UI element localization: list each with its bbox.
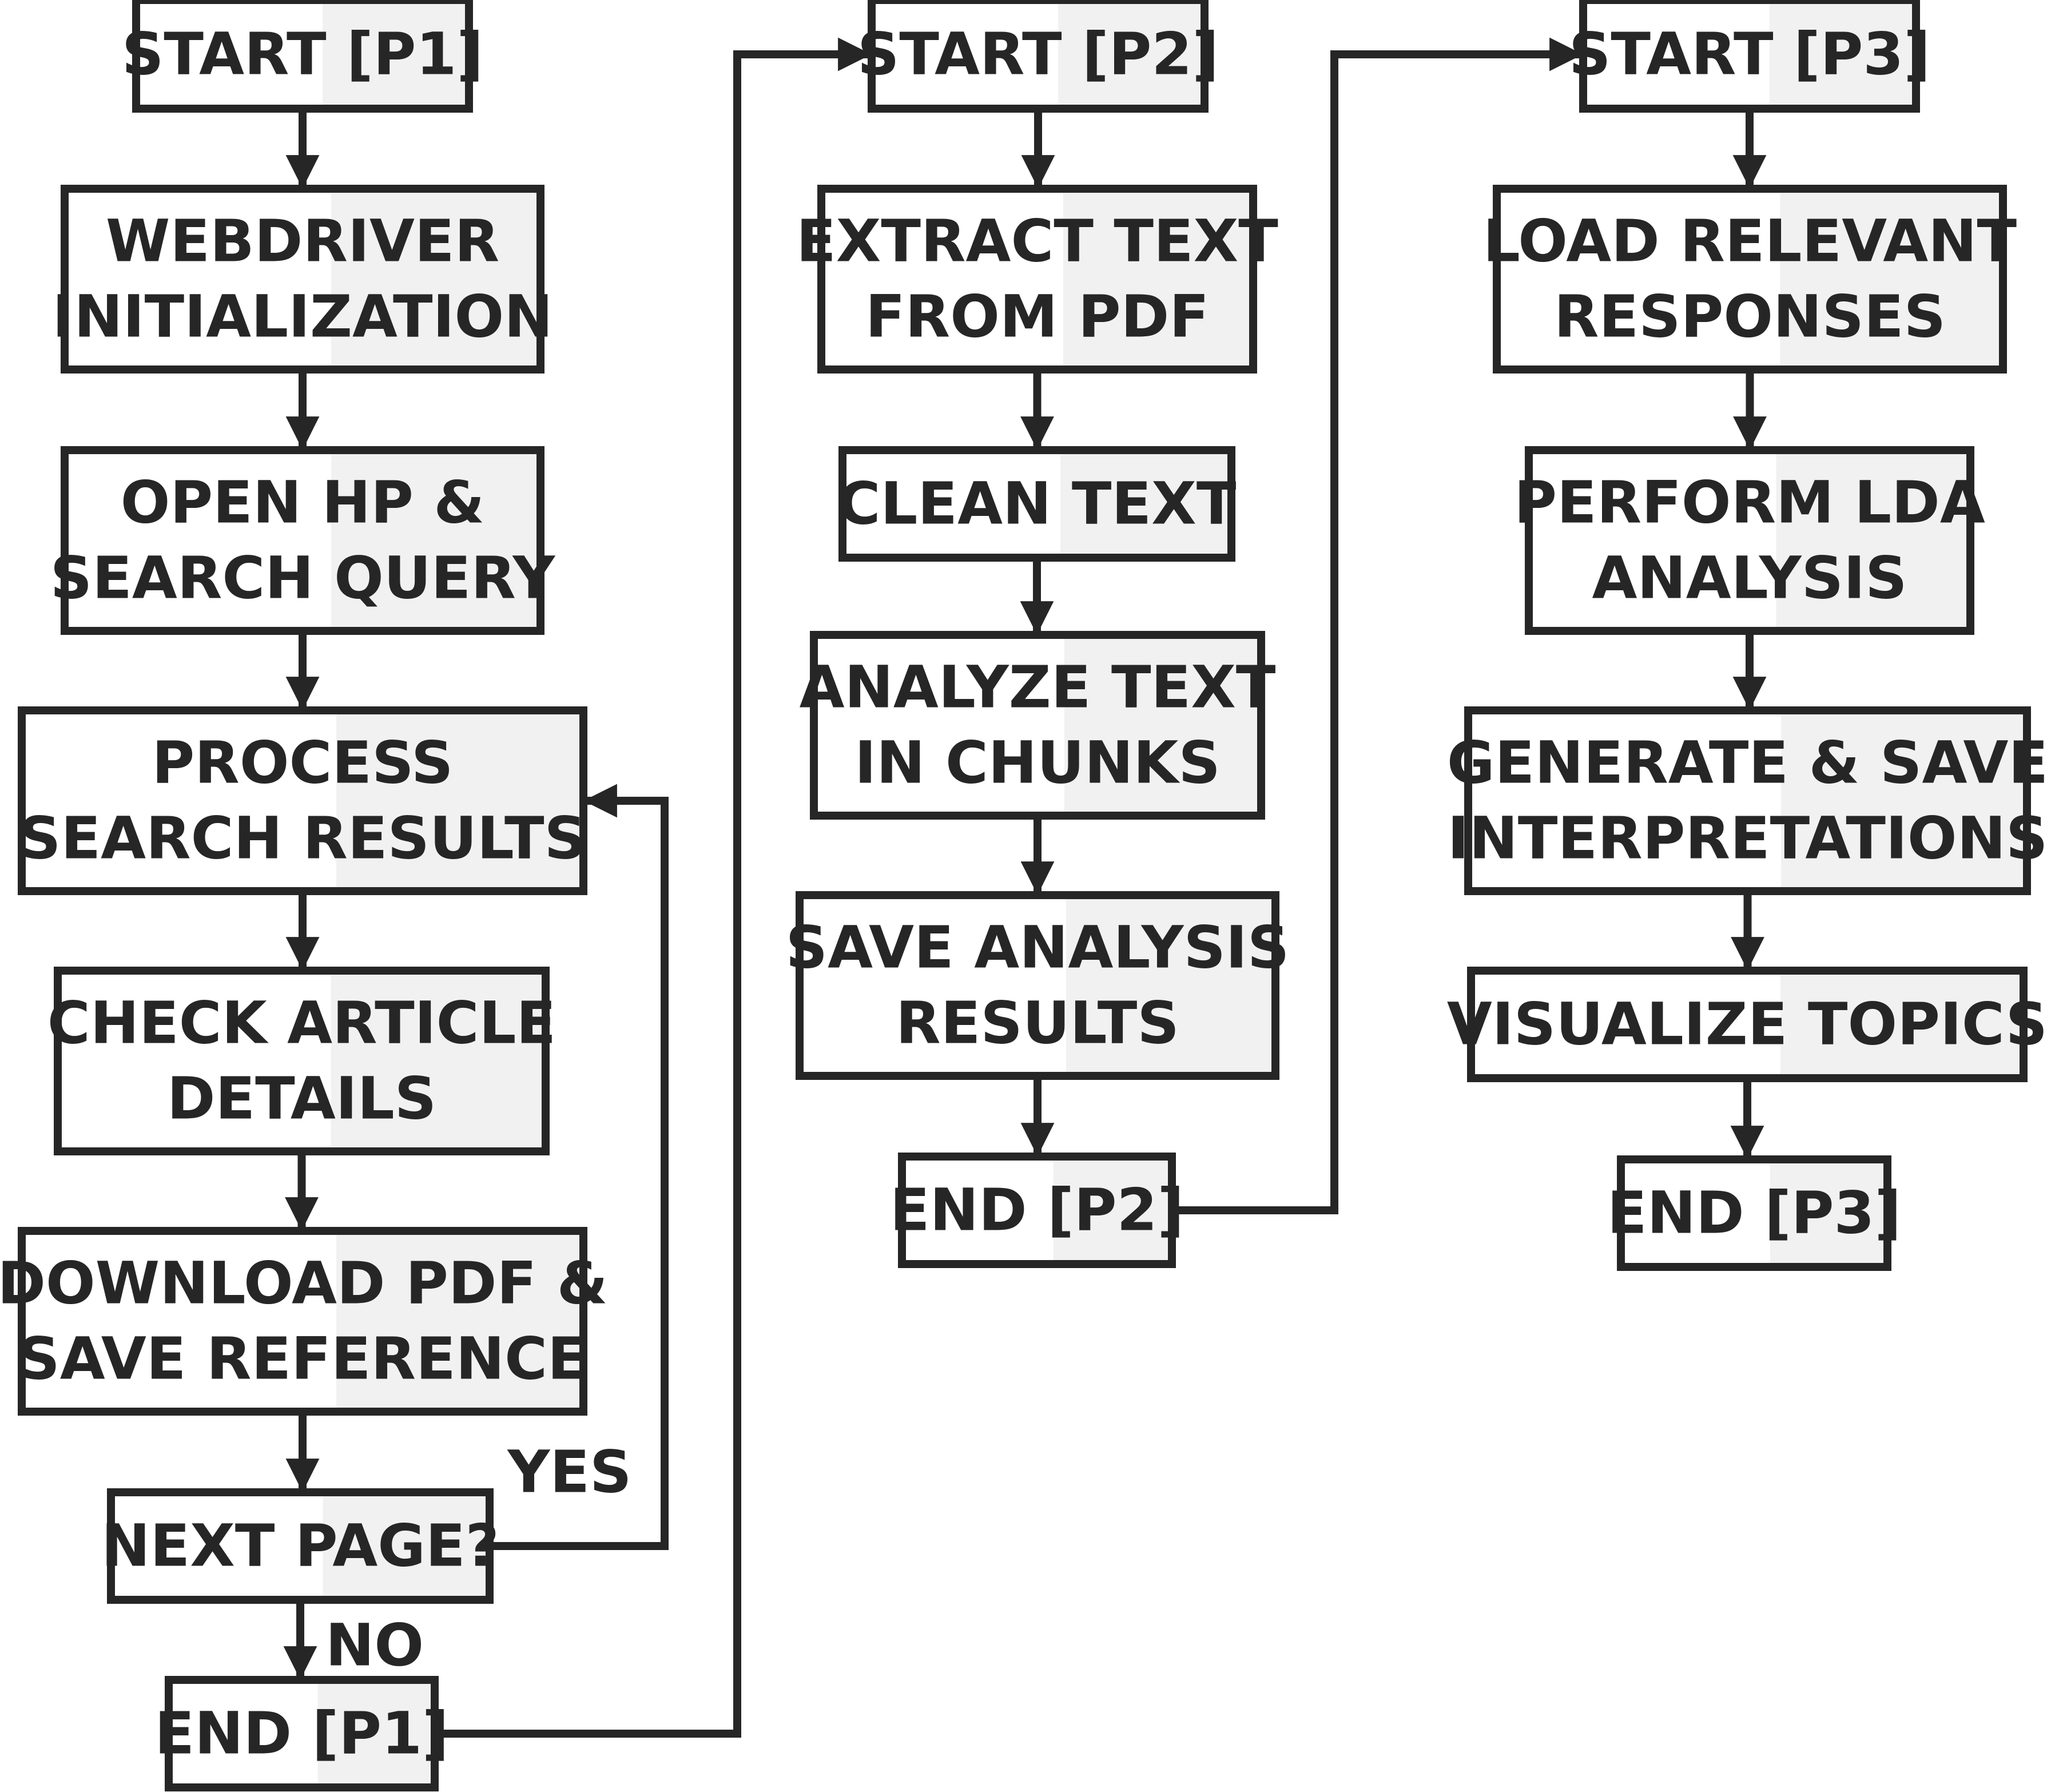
node-label: ANALYSIS (1592, 545, 1907, 613)
edge-p2-end-to-p3-start (1172, 37, 1583, 1214)
node-label: INITIALIZATION (52, 283, 552, 351)
node-p2-clean: CLEAN TEXT (838, 446, 1237, 562)
node-label: END [P3] (1607, 1179, 1901, 1247)
node-p1-end: END [P1] (154, 1676, 449, 1791)
node-box (868, 0, 1209, 113)
node-label: IN CHUNKS (854, 729, 1221, 797)
node-label: INTERPRETATIONS (1448, 805, 2048, 873)
node-p3-end: END [P3] (1607, 1155, 1901, 1271)
node-box (54, 967, 550, 1155)
node-box (61, 185, 544, 374)
node-box (1525, 446, 1974, 635)
edge-labels-layer: YES NO (325, 1439, 632, 1680)
node-p2-analyze: ANALYZE TEXT IN CHUNKS (800, 631, 1276, 820)
node-p2-save: SAVE ANALYSIS RESULTS (786, 891, 1290, 1080)
node-label: CHECK ARTICLE (47, 990, 556, 1058)
node-label: VISUALIZE TOPICS (1447, 991, 2048, 1059)
node-box (817, 185, 1257, 374)
node-label: EXTRACT TEXT (796, 208, 1278, 276)
node-box (1493, 185, 2007, 374)
node-label: SEARCH QUERY (50, 545, 556, 613)
node-p2-end: END [P2] (890, 1153, 1184, 1268)
node-p3-visualize: VISUALIZE TOPICS (1447, 967, 2048, 1082)
node-box (796, 891, 1279, 1080)
node-box (132, 0, 473, 113)
node-p3-lda: PERFORM LDA ANALYSIS (1514, 446, 1985, 635)
edge-label-no: NO (325, 1612, 424, 1680)
node-box (1617, 1155, 1891, 1271)
node-box (1467, 967, 2028, 1082)
node-p1-check: CHECK ARTICLE DETAILS (47, 967, 556, 1155)
node-label: CLEAN TEXT (838, 470, 1237, 538)
node-p3-generate: GENERATE & SAVE INTERPRETATIONS (1447, 706, 2048, 895)
node-label: LOAD RELEVANT (1483, 208, 2017, 276)
node-label: END [P1] (154, 1700, 448, 1768)
node-box (898, 1153, 1176, 1268)
node-p3-load: LOAD RELEVANT RESPONSES (1483, 185, 2017, 374)
node-box (1464, 706, 2031, 895)
node-box (838, 446, 1235, 562)
node-label: ANALYZE TEXT (800, 654, 1276, 722)
node-label: SEARCH RESULTS (19, 805, 586, 873)
node-box (61, 446, 544, 635)
edge-p1-end-to-p2-start (435, 37, 872, 1738)
node-label: PERFORM LDA (1514, 469, 1985, 537)
node-label: RESULTS (896, 990, 1179, 1058)
node-box (1579, 0, 1920, 113)
node-label: DOWNLOAD PDF & (0, 1250, 608, 1318)
edge-p1-next-to-p1-process (490, 784, 669, 1550)
node-label: END [P2] (890, 1177, 1184, 1245)
node-box (810, 631, 1265, 820)
node-label: GENERATE & SAVE (1447, 729, 2048, 797)
node-label: RESPONSES (1554, 283, 1946, 351)
node-label: START [P2] (857, 21, 1219, 89)
node-p1-open: OPEN HP & SEARCH QUERY (50, 446, 556, 635)
node-label: OPEN HP & (121, 469, 485, 537)
node-label: NEXT PAGE? (101, 1512, 499, 1580)
edge-label-yes: YES (507, 1439, 632, 1507)
node-p1-process: PROCESS SEARCH RESULTS (18, 706, 587, 895)
node-label: SAVE REFERENCE (18, 1325, 587, 1393)
node-p3-start: START [P3] (1569, 0, 1930, 113)
node-label: WEBDRIVER (106, 208, 499, 276)
node-label: START [P3] (1569, 21, 1930, 89)
node-label: PROCESS (152, 729, 454, 797)
node-p1-next: NEXT PAGE? (101, 1488, 499, 1604)
node-p1-start: START [P1] (122, 0, 483, 113)
node-label: DETAILS (167, 1065, 436, 1133)
node-box (18, 706, 587, 895)
node-box (165, 1676, 439, 1791)
connectors-layer (283, 37, 1767, 1738)
node-p1-download: DOWNLOAD PDF & SAVE REFERENCE (0, 1227, 608, 1416)
node-label: START [P1] (122, 21, 483, 89)
node-p2-start: START [P2] (857, 0, 1219, 113)
node-label: SAVE ANALYSIS (786, 914, 1290, 982)
node-box (107, 1488, 494, 1604)
node-box (18, 1227, 587, 1416)
node-p2-extract: EXTRACT TEXT FROM PDF (796, 185, 1278, 374)
node-p1-webdriver: WEBDRIVER INITIALIZATION (52, 185, 553, 374)
node-label: FROM PDF (865, 283, 1209, 351)
